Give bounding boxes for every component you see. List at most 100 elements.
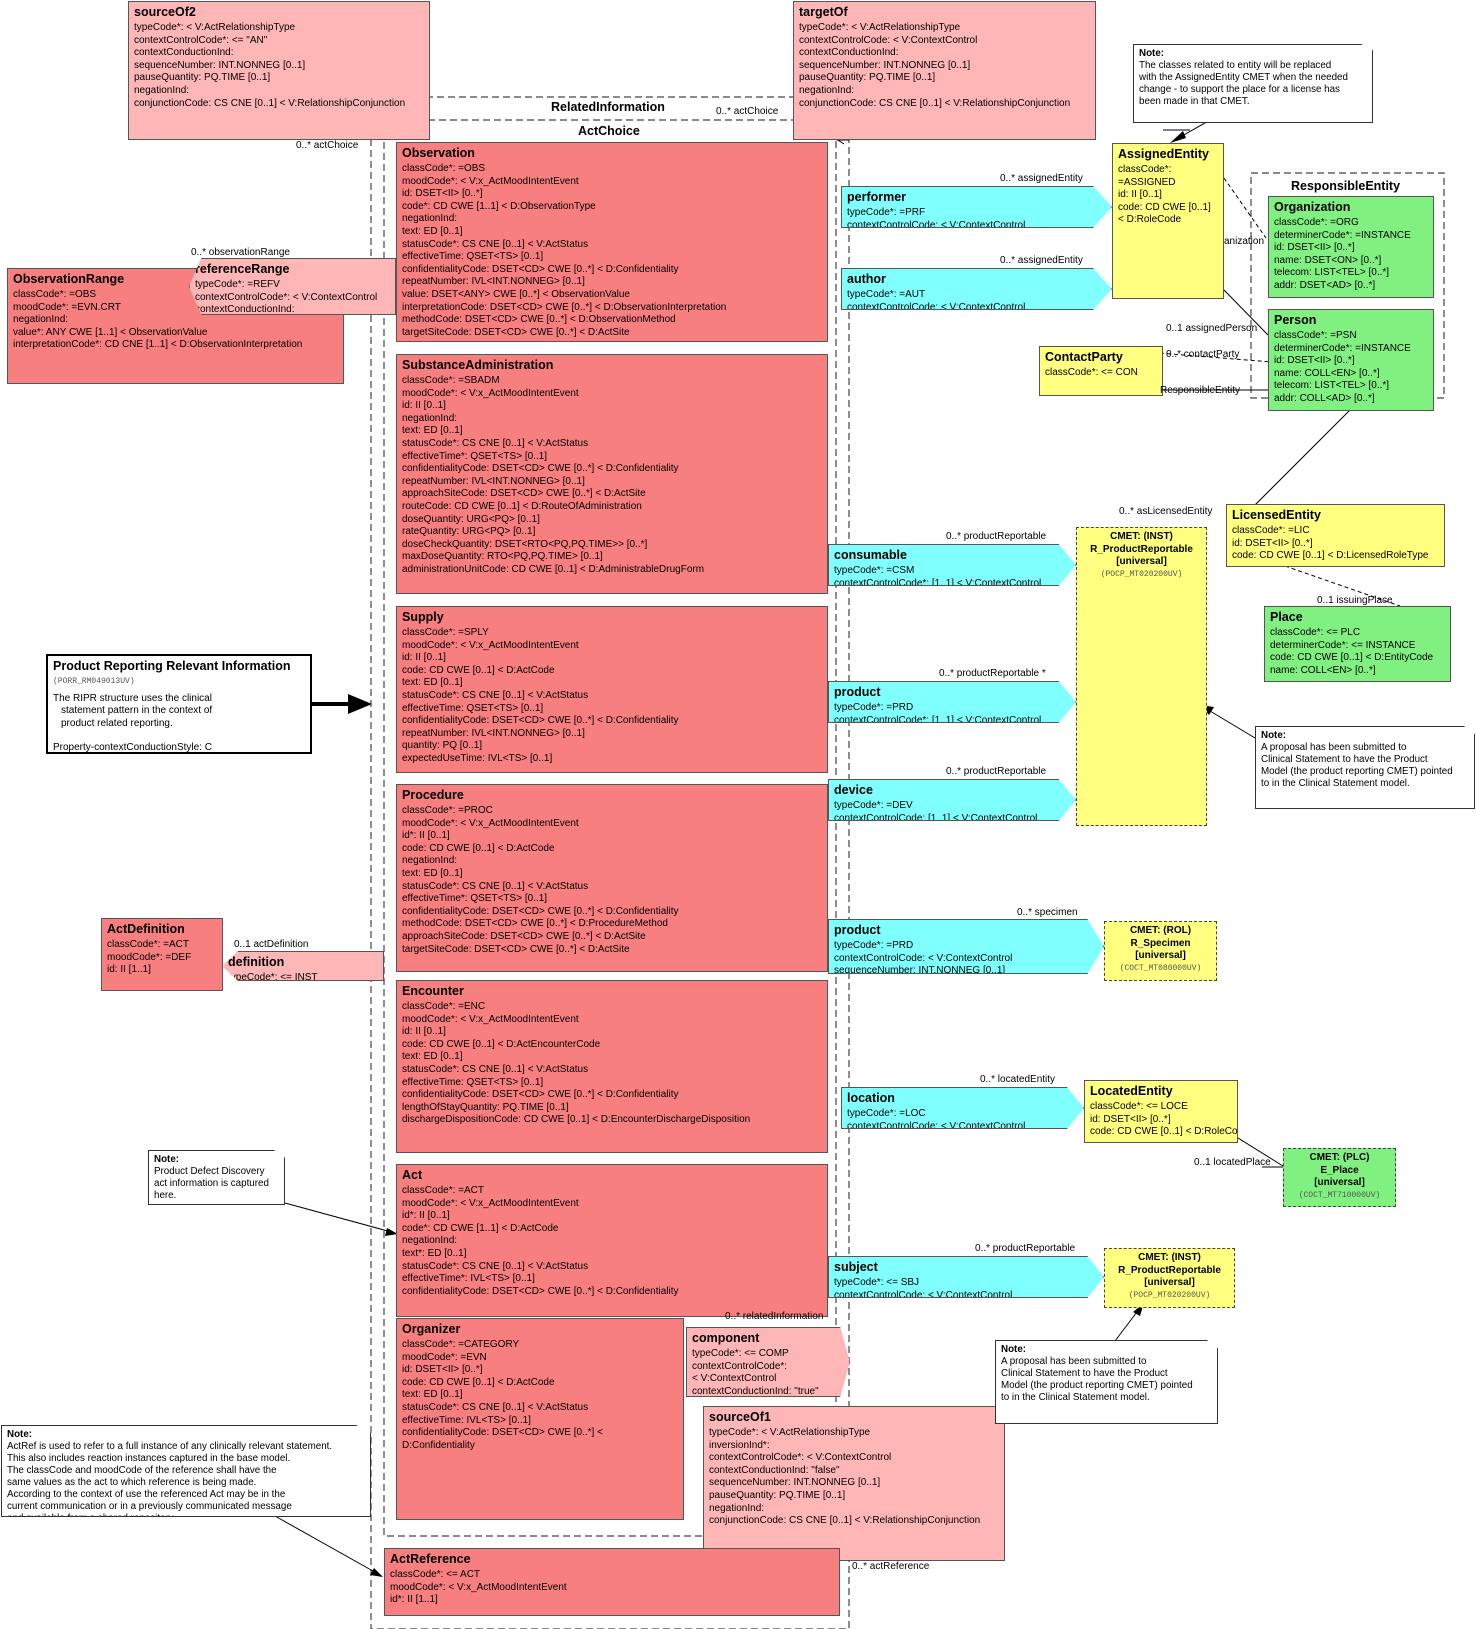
attribute: contextConductionInd: "false" (709, 1464, 840, 1476)
attribute: code: CD CWE [0..1] < D:ActCode (402, 664, 555, 676)
attribute: =ASSIGNED (1118, 176, 1176, 188)
attribute: conjunctionCode: CS CNE [0..1] < V:Relat… (709, 1515, 981, 1527)
attribute: value: DSET<ANY> CWE [0..*] < Observatio… (402, 288, 630, 300)
attribute: effectiveTime: QSET<TS> [0..1] (402, 702, 544, 714)
cmet-line: [universal] (1116, 556, 1167, 568)
attribute: moodCode*: < V:x_ActMoodIntentEvent (402, 817, 579, 829)
cmet-line: CMET: (INST) (1110, 531, 1173, 542)
model-info-code: (PORR_RM049013UV) (53, 677, 135, 686)
attribute: classCode*: <= ACT (390, 1569, 481, 1580)
label-as-licensed-entity: 0..* asLicensedEntity (1119, 506, 1213, 517)
note-line: Clinical Statement to have the Product (1261, 754, 1428, 765)
class-title: SubstanceAdministration (402, 358, 554, 372)
attribute: lengthOfStayQuantity: PQ.TIME [0..1] (402, 1101, 569, 1113)
attribute: statusCode*: CS CNE [0..1] < V:ActStatus (402, 1260, 589, 1272)
cmet-product-reportable-2: CMET: (INST)R_ProductReportable[universa… (1104, 1248, 1235, 1308)
attribute: pauseQuantity: PQ.TIME [0..1] (799, 72, 936, 84)
label-assigned-person: 0..1 assignedPerson (1166, 323, 1258, 334)
attribute: telecom: LIST<TEL> [0..*] (1274, 267, 1390, 279)
attribute: confidentialityCode: DSET<CD> CWE [0..*]… (402, 1089, 679, 1101)
model-info-box: Product Reporting Relevant Information (… (46, 654, 312, 754)
note-line: with the AssignedEntity CMET when the ne… (1139, 72, 1348, 83)
attribute: id: II [0..1] (402, 400, 446, 412)
attribute: pauseQuantity: PQ.TIME [0..1] (709, 1489, 846, 1501)
attribute: typeCode*: =PRD (834, 702, 914, 713)
cmet-line: R_ProductReportable (1118, 1264, 1221, 1276)
attribute: text: ED [0..1] (402, 1389, 463, 1401)
class-title: location (847, 1091, 895, 1105)
class-title: device (834, 783, 873, 797)
attribute: contextControlCode*: < V:ContextControl (709, 1452, 892, 1464)
attribute: classCode*: =OBS (402, 163, 486, 174)
note-line: here. (154, 1190, 177, 1201)
note-act-reference: Note:ActRef is used to refer to a full i… (1, 1425, 371, 1517)
attribute: contextConductionInd: (195, 304, 295, 315)
attribute: sequenceNumber: INT.NONNEG [0..1] (834, 965, 1006, 974)
attribute: < D:RoleCode (1118, 214, 1182, 226)
attribute: effectiveTime: IVL<TS> [0..1] (402, 1414, 531, 1426)
attribute: code: CD CWE [0..1] (1118, 201, 1211, 213)
attribute: < V:ContextControl (692, 1373, 777, 1385)
note-line: A proposal has been submitted to (1001, 1356, 1147, 1367)
attribute: sequenceNumber: INT.NONNEG [0..1] (799, 59, 971, 71)
attribute: contextControlCode: < V:ContextControl (847, 219, 1026, 228)
label-contact-party: 0..* contactParty (1166, 349, 1240, 360)
attribute: contextControlCode: < V:ContextControl (799, 34, 978, 46)
attribute: interpretationCode: DSET<CD> CWE [0..*] … (402, 301, 727, 313)
note-line: ActRef is used to refer to a full instan… (7, 1441, 333, 1452)
cmet-line: E_Place (1320, 1164, 1359, 1176)
attribute: moodCode*: < V:x_ActMoodIntentEvent (402, 1013, 579, 1025)
attribute: classCode*: =ACT (107, 939, 189, 950)
class-title: targetOf (799, 5, 848, 19)
label-observation-range: 0..* observationRange (191, 247, 290, 258)
label-located-place: 0..1 locatedPlace (1194, 1157, 1271, 1168)
attribute: name: COLL<EN> [0..*] (1270, 664, 1376, 676)
class-title: sourceOf1 (709, 1410, 771, 1424)
attribute: interpretationCode*: CD CNE [1..1] < D:O… (13, 339, 303, 351)
class-title: Procedure (402, 788, 464, 802)
attribute: rateQuantity: URG<PQ> [0..1] (402, 526, 536, 538)
attribute: typeCode*: <= INST (228, 972, 318, 981)
attribute: approachSiteCode: DSET<CD> CWE [0..*] < … (402, 488, 646, 500)
note-line: According to the context of use the refe… (7, 1489, 286, 1500)
attribute: effectiveTime: QSET<TS> [0..1] (402, 251, 544, 263)
attribute: approachSiteCode: DSET<CD> CWE [0..*] < … (402, 930, 646, 942)
attribute: typeCode*: =PRF (847, 207, 926, 218)
attribute: contextConductionInd: "true" (692, 1385, 819, 1397)
attribute: confidentialityCode: DSET<CD> CWE [0..*]… (402, 715, 679, 727)
note-line: act information is captured (154, 1178, 269, 1189)
attribute: code*: CD CWE [1..1] < D:ObservationType (402, 200, 596, 212)
attribute: targetSiteCode: DSET<CD> CWE [0..*] < D:… (402, 326, 630, 338)
cmet-line: R_Specimen (1130, 937, 1191, 949)
attribute: dischargeDispositionCode: CD CWE [0..1] … (402, 1114, 751, 1126)
attribute: classCode*: =PSN (1274, 330, 1357, 341)
attribute: conjunctionCode: CS CNE [0..1] < V:Relat… (134, 97, 406, 109)
attribute: id: DSET<II> [0..*] (1232, 537, 1313, 549)
note-line: been made in that CMET. (1139, 96, 1250, 107)
attribute: id: II [1..1] (107, 964, 151, 976)
attribute: id: DSET<II> [0..*] (402, 188, 483, 200)
attribute: classCode*: <= PLC (1270, 627, 1361, 638)
attribute: effectiveTime: QSET<TS> [0..1] (402, 1076, 544, 1088)
attribute: typeCode*: =DEV (834, 800, 913, 811)
attribute: addr: COLL<AD> [0..*] (1274, 392, 1375, 404)
attribute: doseCheckQuantity: DSET<RTO<PQ,PQ.TIME>>… (402, 538, 648, 550)
attribute: targetSiteCode: DSET<CD> CWE [0..*] < D:… (402, 943, 630, 955)
attribute: confidentialityCode: DSET<CD> CWE [0..*]… (402, 263, 679, 275)
attribute: contextControlCode: < V:ContextControl (834, 952, 1013, 964)
label-assigned-entity-2: 0..* assignedEntity (1000, 255, 1083, 266)
attribute: statusCode*: CS CNE [0..1] < V:ActStatus (402, 1063, 589, 1075)
